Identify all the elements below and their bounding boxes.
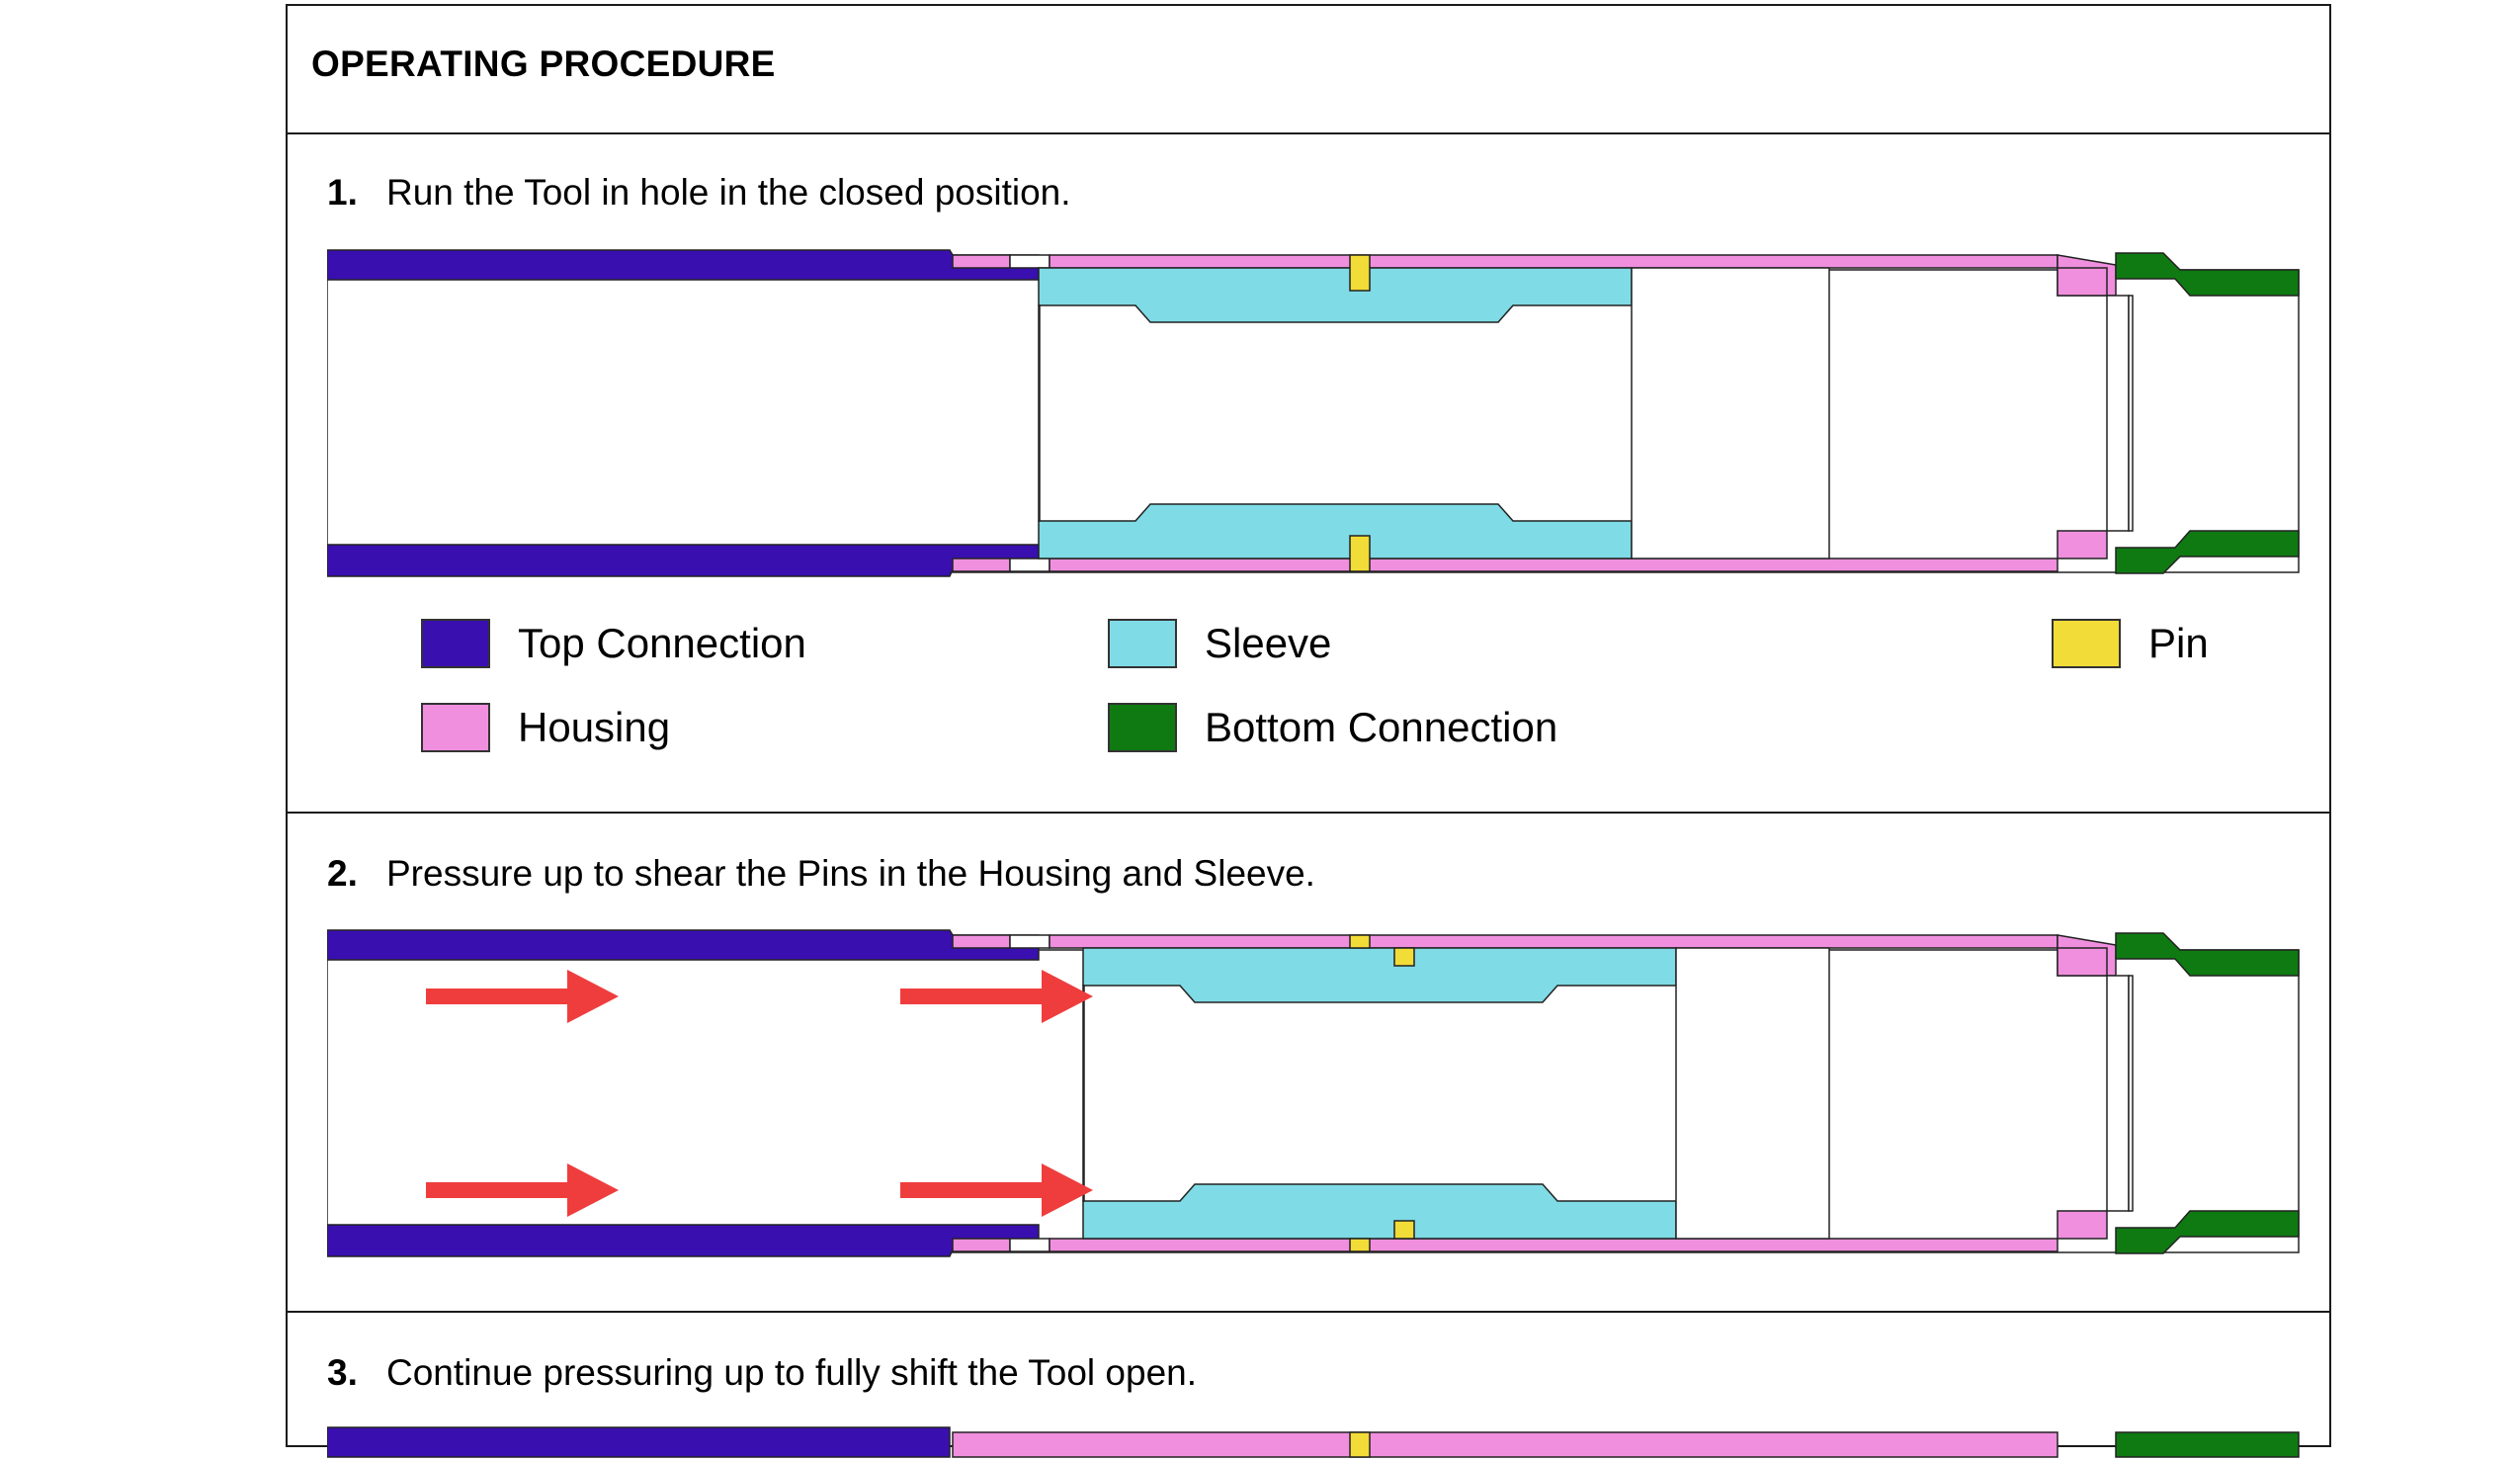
bottom-connection-nose-edge: [2128, 975, 2134, 1212]
legend-sleeve: Sleeve: [1108, 619, 1331, 668]
tool-diagram-closed: [327, 249, 2300, 577]
step-3: 3. Continue pressuring up to fully shift …: [327, 1352, 1197, 1394]
legend-housing: Housing: [421, 703, 670, 752]
page-title: OPERATING PROCEDURE: [311, 43, 776, 84]
bottom-connection-nose: [2106, 295, 2130, 532]
housing-upper: [952, 1431, 2058, 1458]
top-connection-upper: [327, 929, 1040, 961]
housing-upper-segment-b: [1049, 934, 2058, 949]
pin-upper: [1349, 254, 1371, 292]
pressure-arrow-upper-right: [900, 970, 1093, 1023]
step-1-text: Run the Tool in hole in the closed posit…: [386, 172, 1071, 213]
sleeve-end-void: [1675, 947, 1830, 1240]
pin-upper: [1349, 934, 1371, 949]
step-2-divider: [288, 1311, 2329, 1313]
step-2: 2. Pressure up to shear the Pins in the H…: [327, 853, 1315, 895]
legend-swatch-bottom-connection: [1108, 703, 1177, 752]
pin-lower: [1349, 1238, 1371, 1252]
housing-upper-segment-a: [952, 254, 1011, 269]
housing-lower-shoulder: [2057, 1210, 2108, 1240]
legend-swatch-pin: [2052, 619, 2121, 668]
pin-upper-sheared: [1393, 947, 1415, 967]
legend-label-top-connection: Top Connection: [518, 620, 806, 666]
pin-lower: [1349, 535, 1371, 572]
legend-swatch-sleeve: [1108, 619, 1177, 668]
procedure-sheet: OPERATING PROCEDURE 1. Run the Tool in ho…: [286, 4, 2331, 1458]
pressure-arrow-upper-left: [426, 970, 619, 1023]
pin-upper: [1349, 1431, 1371, 1458]
legend-bottom-connection: Bottom Connection: [1108, 703, 1557, 752]
housing-upper-gap: [1009, 934, 1050, 949]
bottom-connection-nose: [2106, 975, 2130, 1212]
legend-swatch-top-connection: [421, 619, 490, 668]
bottom-connection-upper: [2115, 252, 2300, 297]
step-3-text: Continue pressuring up to fully shift th…: [386, 1352, 1197, 1393]
step-1-number: 1.: [327, 172, 358, 213]
housing-lower-segment-b: [1049, 1238, 2058, 1252]
housing-upper-shoulder: [2057, 947, 2108, 977]
housing-upper-gap: [1009, 254, 1050, 269]
housing-lower-segment-a: [952, 558, 1011, 572]
legend-swatch-housing: [421, 703, 490, 752]
housing-lower-gap: [1009, 1238, 1050, 1252]
housing-lower-shoulder: [2057, 530, 2108, 559]
top-connection-lower: [327, 544, 1040, 577]
step-1: 1. Run the Tool in hole in the closed pos…: [327, 172, 1071, 214]
legend-label-sleeve: Sleeve: [1205, 620, 1332, 666]
housing-lower-segment-b: [1049, 558, 2058, 572]
bottom-connection-lower: [2115, 530, 2300, 574]
sleeve-bore-left: [1038, 304, 1041, 522]
bottom-connection-upper: [2115, 932, 2300, 977]
housing-upper-segment-a: [952, 934, 1011, 949]
step-2-number: 2.: [327, 853, 358, 894]
pressure-arrow-lower-left: [426, 1163, 619, 1217]
housing-upper-segment-b: [1049, 254, 2058, 269]
bottom-connection-lower: [2115, 1210, 2300, 1254]
legend-pin: Pin: [2052, 619, 2209, 668]
pin-lower-sheared: [1393, 1220, 1415, 1240]
tool-diagram-open-partial: [327, 1426, 2300, 1458]
top-connection-upper: [327, 1426, 951, 1458]
sleeve-end-void: [1631, 267, 1830, 559]
legend-label-housing: Housing: [518, 704, 671, 750]
housing-lower-segment-a: [952, 1238, 1011, 1252]
legend-label-pin: Pin: [2148, 620, 2209, 666]
legend-label-bottom-connection: Bottom Connection: [1205, 704, 1558, 750]
pressure-arrow-lower-right: [900, 1163, 1093, 1217]
top-connection-upper: [327, 249, 1040, 281]
step-3-number: 3.: [327, 1352, 358, 1393]
legend-top-connection: Top Connection: [421, 619, 806, 668]
header-divider: [288, 132, 2329, 134]
housing-upper-shoulder: [2057, 267, 2108, 297]
step-1-divider: [288, 812, 2329, 814]
bottom-connection-nose-edge: [2128, 295, 2134, 532]
bottom-connection-upper: [2115, 1431, 2300, 1458]
housing-lower-gap: [1009, 558, 1050, 572]
tool-diagram-shearing: [327, 929, 2300, 1257]
sleeve-bore-left: [1082, 985, 1085, 1202]
top-connection-lower: [327, 1224, 1040, 1257]
step-2-text: Pressure up to shear the Pins in the Hou…: [386, 853, 1315, 894]
